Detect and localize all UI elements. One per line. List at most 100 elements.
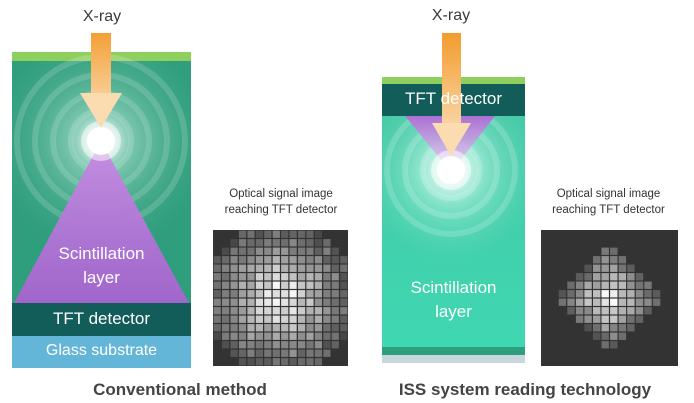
right-signal-pixel [601, 290, 609, 298]
left-signal-pixel [247, 315, 255, 323]
left-signal-pixel [314, 256, 322, 264]
left-signal-pixel [272, 324, 280, 332]
left-signal-pixel [289, 315, 297, 323]
right-signal-pixel [610, 281, 618, 289]
left-signal-pixel [238, 358, 247, 366]
right-signal-pixel [558, 290, 567, 298]
left-signal-pixel [213, 281, 221, 289]
left-signal-pixel [289, 256, 297, 264]
right-signal-pixel [610, 341, 618, 349]
left-signal-pixel [281, 358, 289, 366]
left-signal-pixel [306, 264, 314, 272]
left-signal-pixel [238, 341, 247, 349]
left-signal-pixel [331, 341, 339, 349]
left-signal-pixel [255, 256, 263, 264]
left-signal-pixel [255, 290, 263, 298]
left-signal-pixel [306, 247, 314, 255]
left-signal-pixel [281, 290, 289, 298]
left-signal-pixel [331, 307, 339, 315]
left-signal-pixel [255, 230, 263, 238]
right-signal-pixel [575, 273, 584, 281]
left-signal-pixel [230, 332, 238, 340]
left-xray-label: X-ray [82, 8, 122, 25]
left-signal-pixel [247, 290, 255, 298]
left-signal-pixel [222, 281, 230, 289]
left-signal-pixel [272, 298, 280, 306]
right-signal-pixel [610, 307, 618, 315]
left-signal-pixel [289, 341, 297, 349]
left-signal-pixel [340, 298, 348, 306]
left-signal-pixel [331, 247, 339, 255]
left-tft-detector-bar [12, 303, 191, 336]
right-signal-pixel [593, 290, 601, 298]
left-signal-pixel [298, 290, 306, 298]
right-bottom-strip [382, 347, 525, 355]
left-signal-pixel [281, 247, 289, 255]
left-signal-pixel [213, 307, 221, 315]
left-glass-substrate [12, 336, 191, 368]
left-signal-pixel [289, 273, 297, 281]
left-signal-pixel [306, 341, 314, 349]
left-signal-pixel [247, 332, 255, 340]
left-signal-pixel [238, 281, 247, 289]
right-signal-pixel [593, 281, 601, 289]
left-signal-pixel [272, 358, 280, 366]
left-signal-pixel [222, 324, 230, 332]
left-optical-signal-image [213, 230, 348, 366]
right-signal-pixel [575, 315, 584, 323]
left-signal-pixel [230, 247, 238, 255]
right-signal-pixel [558, 298, 567, 306]
left-signal-pixel [314, 264, 322, 272]
left-signal-pixel [238, 290, 247, 298]
right-optical-caption-1: Optical signal image [556, 188, 661, 200]
left-signal-pixel [331, 315, 339, 323]
left-signal-pixel [306, 239, 314, 247]
left-signal-pixel [298, 349, 306, 357]
left-signal-pixel [255, 247, 263, 255]
left-signal-pixel [314, 230, 322, 238]
left-signal-pixel [255, 341, 263, 349]
left-signal-pixel [306, 281, 314, 289]
right-signal-pixel [601, 307, 609, 315]
left-signal-pixel [247, 273, 255, 281]
left-signal-pixel [323, 307, 331, 315]
right-signal-pixel [593, 298, 601, 306]
right-signal-pixel [593, 315, 601, 323]
right-signal-pixel [610, 256, 618, 264]
left-signal-pixel [264, 239, 272, 247]
right-signal-pixel [635, 315, 644, 323]
left-signal-pixel [213, 273, 221, 281]
left-signal-pixel [230, 324, 238, 332]
left-signal-pixel [247, 307, 255, 315]
right-signal-pixel [618, 264, 627, 272]
right-signal-pixel [610, 298, 618, 306]
right-signal-pixel [601, 341, 609, 349]
right-signal-pixel [635, 307, 644, 315]
left-signal-pixel [238, 324, 247, 332]
left-signal-pixel [314, 358, 322, 366]
left-signal-pixel [289, 358, 297, 366]
right-signal-pixel [610, 273, 618, 281]
right-signal-pixel [610, 264, 618, 272]
left-signal-pixel [264, 281, 272, 289]
right-signal-pixel [652, 290, 661, 298]
right-signal-pixel [644, 307, 652, 315]
right-signal-pixel [601, 324, 609, 332]
right-signal-pixel [618, 281, 627, 289]
left-signal-pixel [281, 298, 289, 306]
left-optical-caption-2: reaching TFT detector [224, 204, 338, 216]
right-signal-pixel [593, 307, 601, 315]
left-signal-pixel [272, 281, 280, 289]
left-signal-pixel [230, 264, 238, 272]
right-signal-pixel [593, 256, 601, 264]
right-signal-pixel [584, 307, 592, 315]
right-signal-pixel [610, 315, 618, 323]
left-signal-pixel [230, 273, 238, 281]
left-signal-pixel [298, 332, 306, 340]
right-signal-pixel [567, 298, 575, 306]
right-signal-pixel [618, 315, 627, 323]
left-signal-pixel [264, 264, 272, 272]
left-signal-pixel [281, 264, 289, 272]
left-signal-pixel [264, 273, 272, 281]
right-signal-pixel [601, 273, 609, 281]
